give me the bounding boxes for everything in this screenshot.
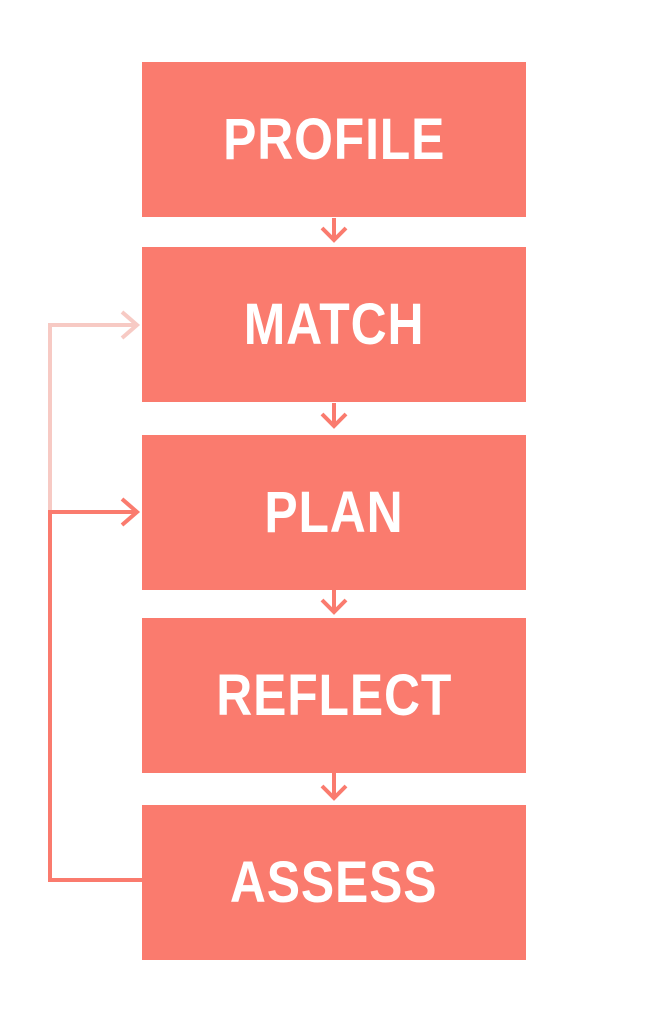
- down-arrow-2: [320, 403, 348, 429]
- down-arrow-3: [320, 590, 348, 615]
- step-label-plan: PLAN: [264, 479, 404, 545]
- step-label-profile: PROFILE: [222, 106, 446, 172]
- loop-arrow-to-match: [48, 323, 137, 512]
- step-assess: ASSESS: [142, 805, 526, 960]
- loop-arrow-to-plan: [48, 510, 142, 882]
- step-label-assess: ASSESS: [230, 849, 438, 915]
- step-label-match: MATCH: [243, 291, 425, 357]
- loop-arrowhead-plan: [120, 497, 141, 527]
- step-profile: PROFILE: [142, 62, 526, 217]
- step-match: MATCH: [142, 247, 526, 402]
- loop-arrowhead-match: [120, 310, 141, 340]
- step-plan: PLAN: [142, 435, 526, 590]
- step-label-reflect: REFLECT: [215, 662, 453, 728]
- down-arrow-1: [320, 218, 348, 243]
- step-reflect: REFLECT: [142, 618, 526, 773]
- down-arrow-4: [320, 773, 348, 801]
